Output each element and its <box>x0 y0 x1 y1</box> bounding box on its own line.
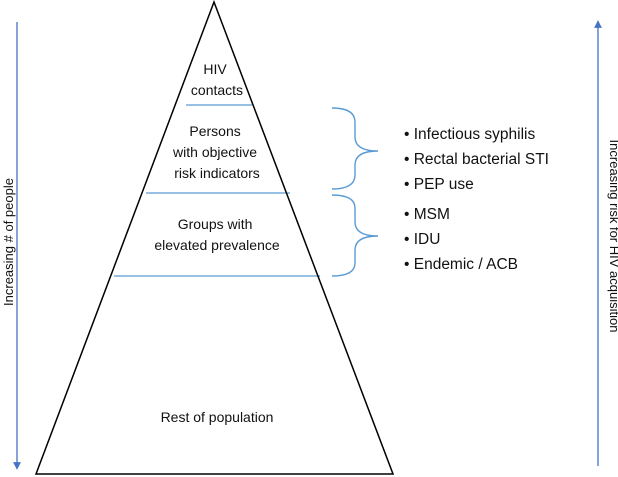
bullet-list-elevated-prevalence: • MSM • IDU • Endemic / ACB <box>404 206 518 273</box>
bullet-item: • PEP use <box>404 176 474 193</box>
bullet-item-text: Rectal bacterial STI <box>414 151 549 168</box>
tier-label-line: with objective <box>172 144 257 160</box>
tier-label-line: risk indicators <box>174 165 260 181</box>
bullet-item: • MSM <box>404 206 450 223</box>
bracket-objective-risk <box>331 107 379 190</box>
bullet-list-objective-risk: • Infectious syphilis • Rectal bacterial… <box>404 126 549 193</box>
bullet-item-text: IDU <box>414 231 441 248</box>
bullet-item: • IDU <box>404 231 440 248</box>
tier-label-line: Rest of population <box>161 409 274 425</box>
bullet-item-text: Endemic / ACB <box>414 256 518 273</box>
tier-label-line: Persons <box>189 123 240 139</box>
right-axis-label: Increasing risk for HIV acquisition <box>607 140 618 333</box>
bullet-item: • Endemic / ACB <box>404 256 518 273</box>
tier-label-elevated-prevalence: Groups with elevated prevalence <box>154 216 280 253</box>
tier-label-rest-of-population: Rest of population <box>161 409 274 425</box>
bracket-elevated-prevalence <box>331 194 379 277</box>
tier-label-line: Groups with <box>178 216 253 232</box>
tier-label-line: elevated prevalence <box>154 237 280 253</box>
left-axis-label: Increasing # of people <box>1 178 16 306</box>
tier-label-objective-risk: Persons with objective risk indicators <box>172 123 261 181</box>
bullet-item-text: PEP use <box>414 176 474 193</box>
bullet-item: • Rectal bacterial STI <box>404 151 549 168</box>
tier-label-hiv-contacts: HIV contacts <box>191 61 243 98</box>
tier-label-line: contacts <box>191 82 243 98</box>
bullet-item-text: Infectious syphilis <box>414 126 536 143</box>
bullet-item: • Infectious syphilis <box>404 126 535 143</box>
pyramid-outline <box>34 0 395 475</box>
bullet-item-text: MSM <box>414 206 450 223</box>
tier-label-line: HIV <box>203 61 227 77</box>
